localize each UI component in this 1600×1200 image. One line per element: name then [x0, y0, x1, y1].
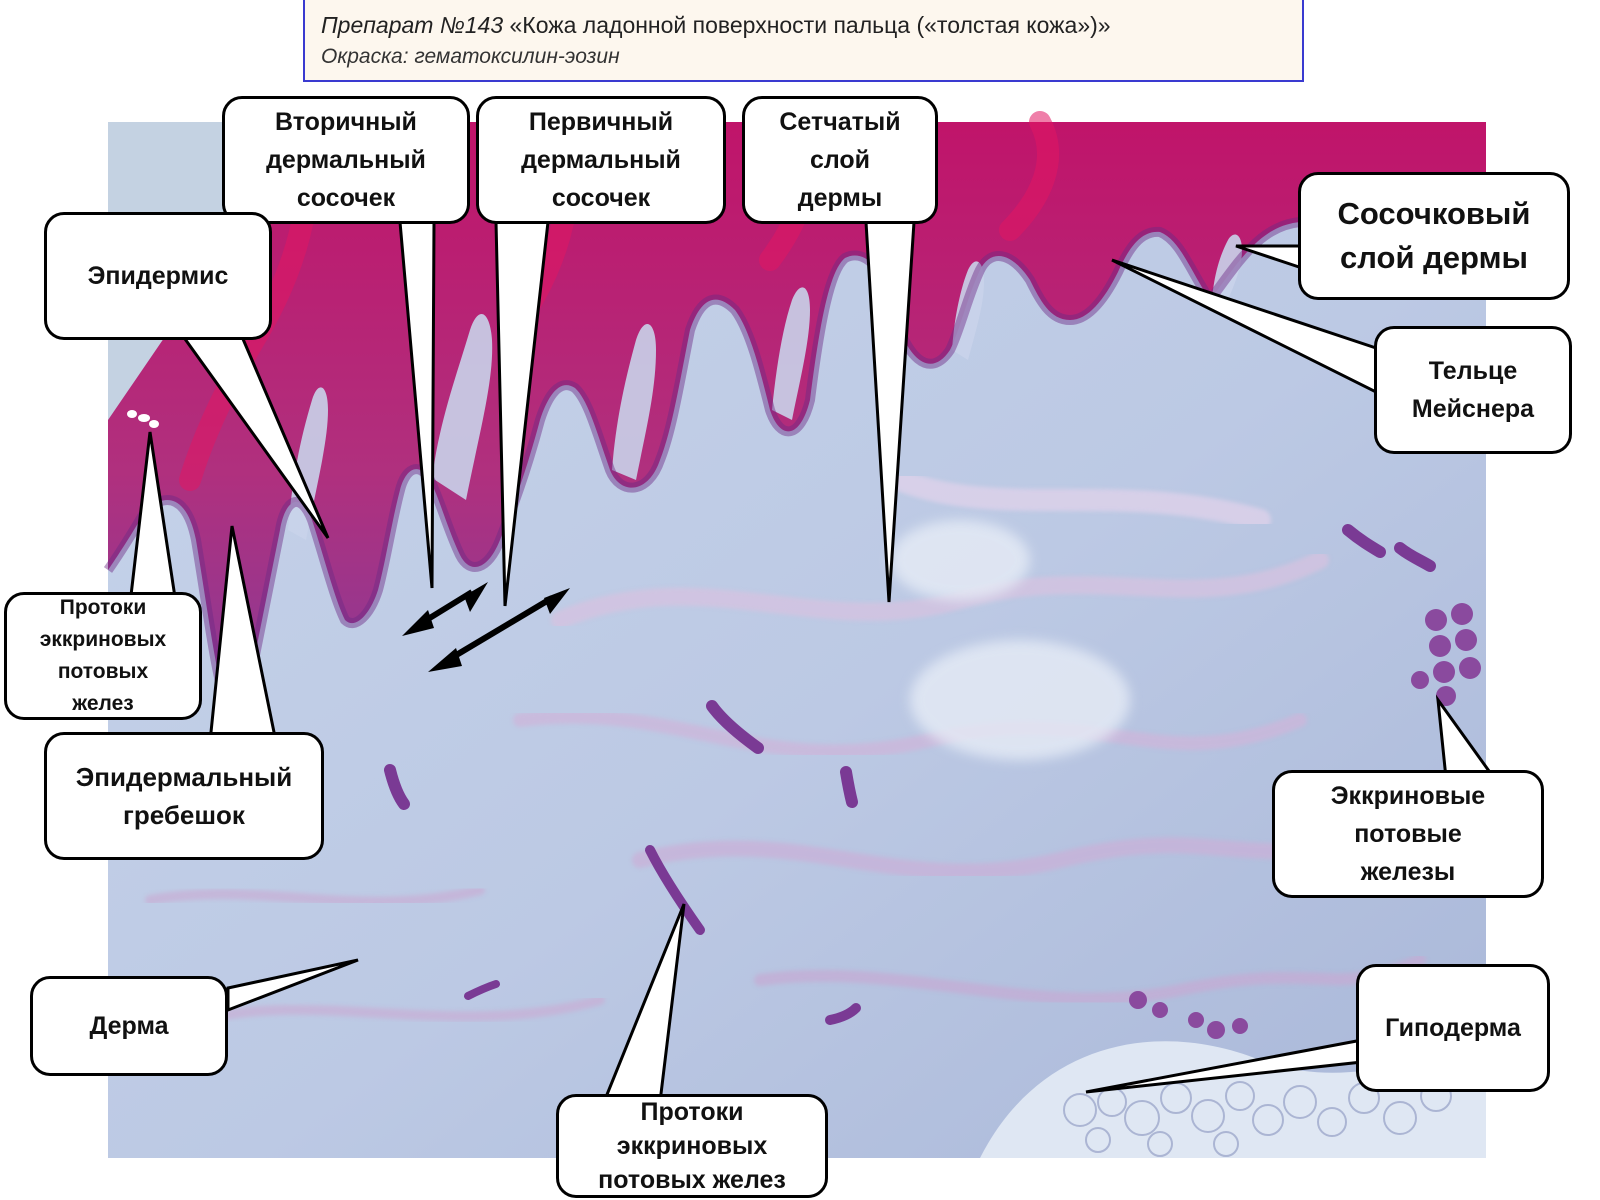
pointers [128, 220, 1497, 1104]
callout-hypodermis: Гиподерма [1356, 964, 1550, 1092]
callout-epidermis: Эпидермис [44, 212, 272, 340]
hypodermis-adipose [980, 1040, 1486, 1158]
pale-regions [890, 520, 1130, 760]
duct-openings [127, 410, 159, 428]
pointer-dermis [226, 958, 359, 1013]
eccrine-glands [1129, 603, 1481, 1039]
epidermis-layer [108, 122, 1486, 707]
papilla-arrows [402, 582, 570, 672]
callout-dermis: Дерма [30, 976, 228, 1076]
stain-method: Окраска: гематоксилин-эозин [321, 45, 620, 68]
slide-header: Препарат №143 «Кожа ладонной поверхности… [303, 0, 1304, 82]
prep-title: «Кожа ладонной поверхности пальца («толс… [509, 12, 1111, 38]
dermal-papillae [288, 234, 1242, 540]
eccrine-ducts [384, 524, 1436, 1025]
basal-layer [103, 208, 1491, 711]
prep-number: Препарат №143 [321, 12, 504, 38]
